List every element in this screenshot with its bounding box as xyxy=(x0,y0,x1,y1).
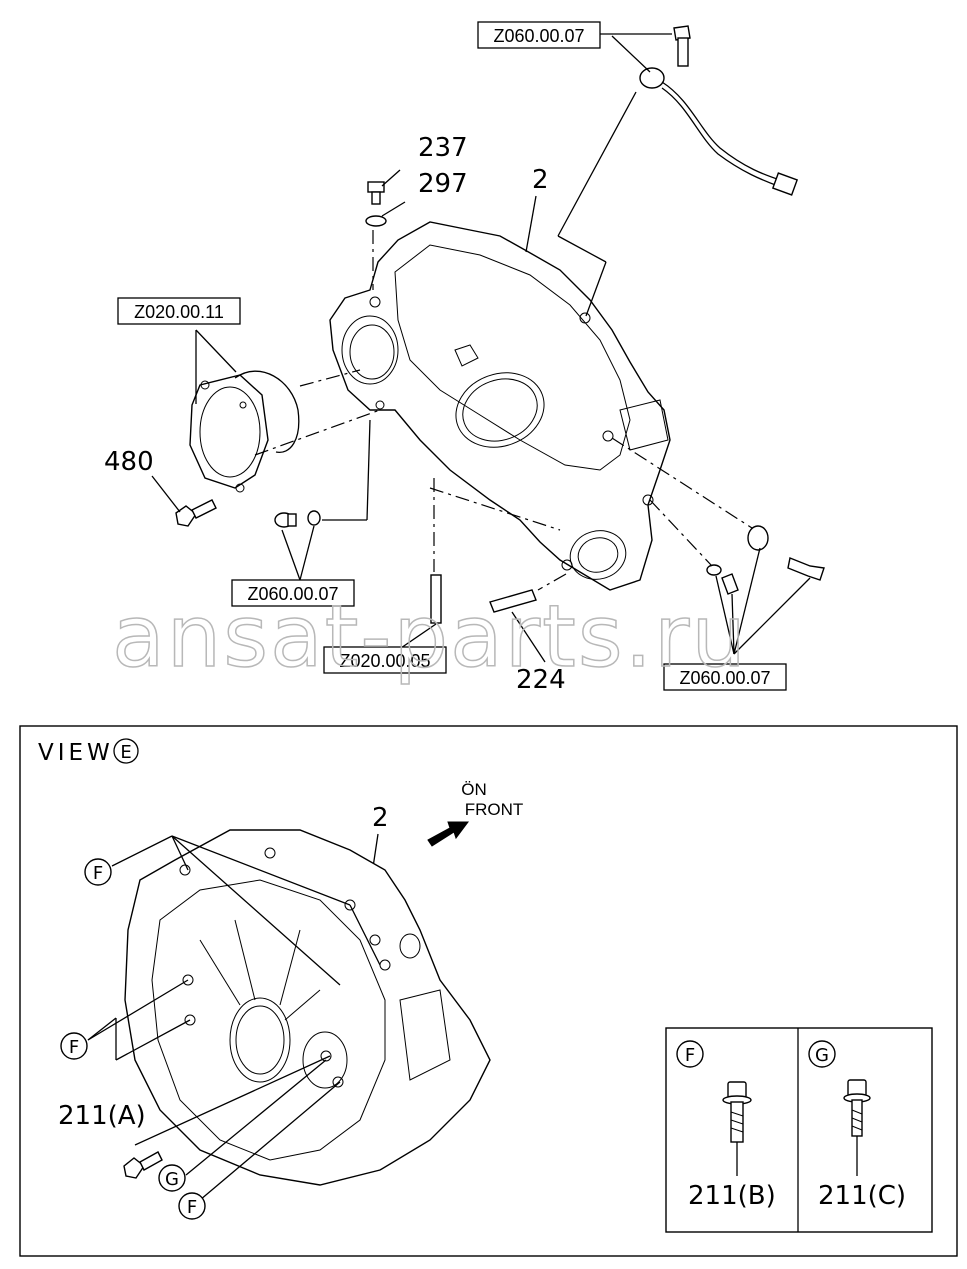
ref-text: Z060.00.07 xyxy=(493,26,584,46)
view-circle-letter: E xyxy=(120,742,131,763)
ref-box-z060-top[interactable]: Z060.00.07 xyxy=(477,21,601,49)
part-number-224: 224 xyxy=(516,665,566,695)
bolt-211c xyxy=(843,1079,871,1176)
callout-letter: F xyxy=(69,1037,79,1058)
plug-left xyxy=(274,510,321,528)
callout-letter: F xyxy=(187,1197,197,1218)
ref-text: Z060.00.07 xyxy=(247,584,338,604)
view-circle xyxy=(113,738,139,764)
callout-letter: F xyxy=(93,863,103,884)
bolt-211a-label: 211(A) xyxy=(58,1101,146,1131)
housing-view-e xyxy=(124,829,491,1186)
ref-box-z060-left[interactable]: Z060.00.07 xyxy=(231,579,355,607)
stud-z020 xyxy=(430,574,442,624)
part-number-480: 480 xyxy=(104,447,154,477)
front-arrow-icon xyxy=(427,821,469,847)
front-label-2: FRONT xyxy=(465,800,524,819)
view-title: VIEW xyxy=(38,740,114,766)
stud-224 xyxy=(489,589,537,613)
right-fittings xyxy=(706,525,825,595)
ref-text: Z020.00.11 xyxy=(134,302,224,322)
bolt-211a xyxy=(123,1151,163,1179)
ref-box-z060-right[interactable]: Z060.00.07 xyxy=(663,663,787,691)
bolt-inset xyxy=(665,1027,933,1233)
ref-text: Z060.00.07 xyxy=(679,668,770,688)
part-number-2: 2 xyxy=(532,165,549,195)
ref-text: Z020.00.05 xyxy=(339,651,430,671)
cover-plate xyxy=(189,370,300,493)
sensor-assembly xyxy=(639,25,799,196)
ref-box-z020-0011[interactable]: Z020.00.11 xyxy=(117,297,241,325)
bolt-211c-label: 211(C) xyxy=(818,1181,906,1211)
callout-f-2 xyxy=(60,1032,88,1060)
bolt-480 xyxy=(175,499,217,527)
ref-box-z020-0005[interactable]: Z020.00.05 xyxy=(323,646,447,674)
watermark: ansat-parts.ru xyxy=(112,587,748,687)
front-label-1: ÖN xyxy=(461,780,487,799)
part-number-237: 237 xyxy=(418,133,468,163)
inset-circle-f xyxy=(676,1040,704,1068)
inset-circle-letter: F xyxy=(685,1045,695,1066)
view-part-number-2: 2 xyxy=(372,803,389,833)
callout-g xyxy=(158,1164,186,1192)
callout-f-3 xyxy=(178,1192,206,1220)
bolt-237 xyxy=(365,181,387,227)
inset-circle-g xyxy=(808,1040,836,1068)
part-number-297: 297 xyxy=(418,169,468,199)
bolt-211b-label: 211(B) xyxy=(688,1181,776,1211)
callout-f-1 xyxy=(84,858,112,886)
inset-circle-letter: G xyxy=(815,1045,829,1066)
bolt-211b xyxy=(722,1081,752,1176)
callout-letter: G xyxy=(165,1169,179,1190)
view-e-panel xyxy=(19,725,958,1257)
flywheel-housing-exploded xyxy=(329,221,671,591)
